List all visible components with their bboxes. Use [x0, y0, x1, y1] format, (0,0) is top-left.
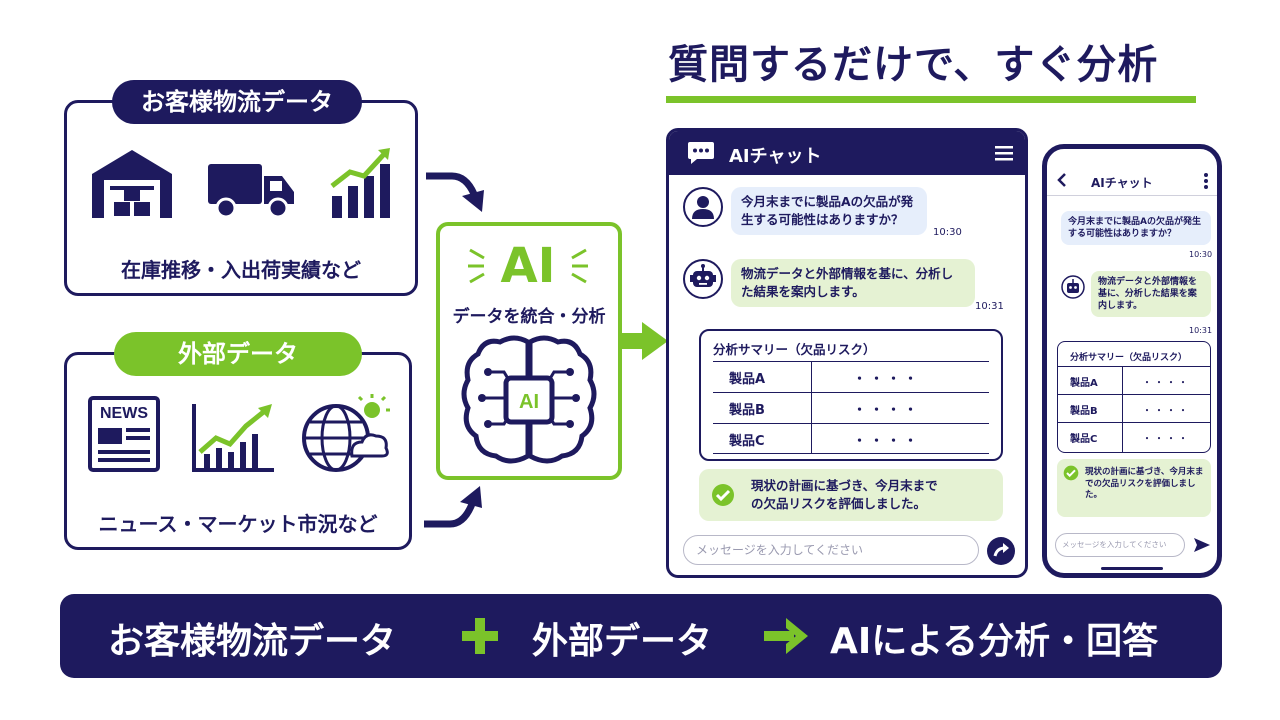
mobile-summary-title: 分析サマリー（欠品リスク） [1070, 353, 1188, 363]
desktop-bot-time: 10:31 [975, 301, 1004, 312]
desktop-user-time: 10:30 [933, 227, 962, 238]
headline: 質問するだけで、すぐ分析 [668, 42, 1159, 88]
truck-icon [208, 164, 294, 219]
desktop-send-button[interactable] [987, 537, 1015, 565]
summary-row-value: ・・・・ [853, 372, 922, 387]
mobile-bot-message: 物流データと外部情報を基に、分析した結果を案内します。 [1091, 271, 1211, 317]
summary-row: 製品B ・・・・ [713, 392, 989, 423]
mobile-user-message: 今月末までに製品Aの欠品が発生する可能性はありますか？ [1061, 211, 1211, 245]
mobile-user-time: 10:30 [1189, 250, 1213, 259]
ai-brain-icon: AI [461, 335, 597, 464]
customer-data-caption: 在庫推移・入出荷実績など [121, 258, 361, 282]
desktop-chat-window: AIチャット 今月末までに製品Aの欠品が発生する可能性はありますか？ 10:30… [666, 128, 1028, 578]
bot-avatar [683, 259, 723, 299]
banner-ai-answer: AIによる分析・回答 [830, 621, 1159, 662]
check-circle-icon [712, 484, 734, 506]
more-vert-icon[interactable] [1203, 173, 1209, 189]
desktop-conclusion-box: 現状の計画に基づき、今月末までの欠品リスクを評価しました。 [699, 469, 1003, 521]
mobile-robot-icon [1061, 275, 1085, 299]
mobile-summary-row-value: ・・・・ [1142, 434, 1190, 445]
sparkle-right-icon [571, 248, 588, 284]
right-arrow-icon [764, 618, 808, 654]
arrow-up-icon [424, 486, 482, 528]
desktop-message-input[interactable]: メッセージを入力してください [683, 535, 979, 565]
summary-row-label: 製品C [729, 434, 765, 449]
news-label: NEWS [100, 405, 148, 422]
globe-weather-icon [302, 394, 390, 472]
green-arrow-right-icon [622, 322, 668, 360]
desktop-chat-title: AIチャット [729, 146, 822, 167]
menu-icon[interactable] [995, 145, 1013, 161]
summary-row-label: 製品B [729, 403, 765, 418]
mobile-message-input[interactable]: メッセージを入力してください [1055, 533, 1185, 557]
mobile-summary-row-label: 製品B [1070, 406, 1098, 417]
user-avatar [683, 187, 723, 227]
market-chart-icon [192, 404, 274, 472]
desktop-bot-message: 物流データと外部情報を基に、分析した結果を案内します。 [731, 259, 975, 307]
summary-row: 製品A ・・・・ [713, 361, 989, 392]
mobile-conclusion-text: 現状の計画に基づき、今月末までの欠品リスクを評価しました。 [1085, 467, 1204, 500]
warehouse-icon [92, 150, 172, 218]
ai-subtitle: データを統合・分析 [452, 307, 606, 327]
mobile-chat-title: AIチャット [1091, 176, 1153, 190]
user-icon [692, 196, 714, 219]
back-chevron-icon[interactable] [1057, 173, 1067, 187]
send-arrow-icon [993, 543, 1009, 557]
desktop-summary-table: 分析サマリー（欠品リスク） 製品A ・・・・ 製品B ・・・・ 製品C ・・・・ [699, 329, 1003, 461]
external-data-caption: ニュース・マーケット市況など [98, 512, 378, 536]
summary-row-label: 製品A [729, 372, 766, 387]
mobile-summary-row-value: ・・・・ [1142, 406, 1190, 417]
summary-row: 製品C ・・・・ [713, 423, 989, 454]
arrow-down-icon [426, 172, 484, 212]
mobile-conclusion-box: 現状の計画に基づき、今月末までの欠品リスクを評価しました。 [1057, 459, 1211, 517]
desktop-chat-header: AIチャット [669, 131, 1025, 175]
mobile-summary-table: 分析サマリー（欠品リスク） 製品A ・・・・ 製品B ・・・・ 製品C ・・・・ [1057, 341, 1211, 453]
mobile-phone-frame: AIチャット 今月末までに製品Aの欠品が発生する可能性はありますか？ 10:30… [1042, 144, 1222, 578]
mobile-send-icon[interactable] [1193, 537, 1211, 553]
desktop-conclusion-text: 現状の計画に基づき、今月末までの欠品リスクを評価しました。 [751, 478, 938, 511]
customer-data-pill: お客様物流データ [112, 80, 362, 124]
summary-banner [60, 594, 1222, 678]
summary-row-value: ・・・・ [853, 403, 922, 418]
summary-row-value: ・・・・ [853, 434, 922, 449]
desktop-user-message: 今月末までに製品Aの欠品が発生する可能性はありますか？ [731, 187, 927, 235]
newspaper-icon: NEWS [88, 396, 160, 472]
summary-title: 分析サマリー（欠品リスク） [713, 342, 876, 357]
growth-bar-chart-icon [330, 148, 390, 218]
mobile-bot-time: 10:31 [1189, 326, 1213, 335]
sparkle-left-icon [468, 248, 485, 284]
plus-icon [462, 618, 498, 654]
external-data-pill: 外部データ [114, 332, 362, 376]
ai-title: AI [500, 238, 556, 294]
banner-external-data: 外部データ [532, 621, 713, 662]
home-indicator [1101, 567, 1163, 570]
ai-chip-label: AI [519, 391, 539, 413]
mobile-summary-row-label: 製品A [1070, 378, 1098, 389]
banner-customer-data: お客様物流データ [108, 621, 397, 662]
mobile-header-divider [1047, 195, 1217, 196]
chat-bubble-icon [688, 142, 714, 164]
mobile-summary-row-label: 製品C [1070, 434, 1098, 445]
mobile-summary-row-value: ・・・・ [1142, 378, 1190, 389]
headline-underline [666, 96, 1196, 103]
mobile-check-icon [1063, 465, 1079, 481]
robot-icon [690, 264, 716, 287]
